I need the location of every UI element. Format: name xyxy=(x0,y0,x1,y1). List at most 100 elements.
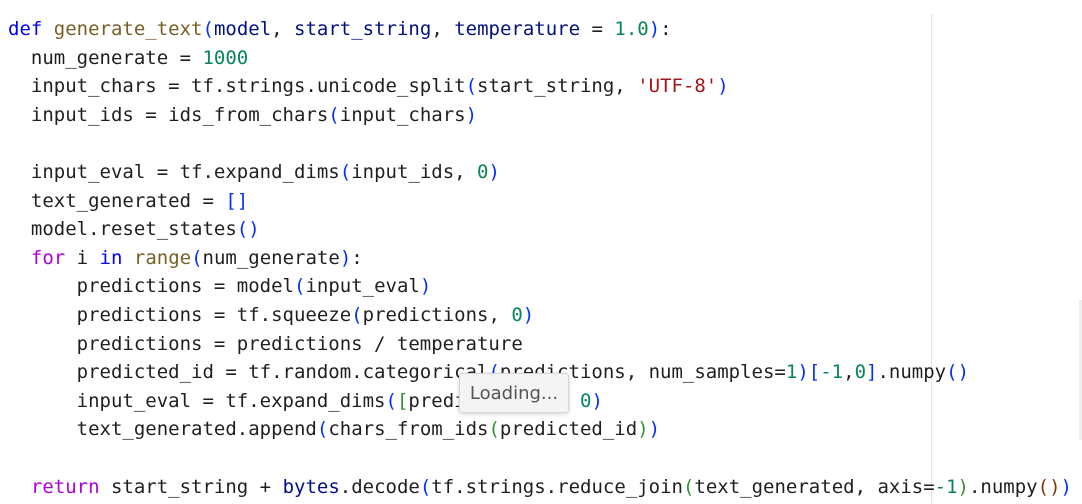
code-line[interactable]: for i in range(num_generate): xyxy=(8,244,1072,273)
code-line[interactable] xyxy=(8,129,1072,158)
code-token-number: 1 xyxy=(785,361,798,384)
code-token-parameter: model xyxy=(213,18,272,40)
code-token-number: 1.0 xyxy=(614,18,649,40)
code-token-plain: , xyxy=(271,18,295,40)
code-token-plain: chars_from_ids xyxy=(328,418,489,441)
code-token-bracket-level-1: ) xyxy=(797,361,809,384)
code-token-keyword: def xyxy=(8,18,54,40)
code-token-bracket-level-1: ( xyxy=(465,75,478,98)
code-token-bracket-level-3: () xyxy=(1037,475,1061,498)
code-token-plain: = xyxy=(580,18,615,40)
code-line[interactable]: num_generate = 1000 xyxy=(8,44,1072,73)
code-token-bracket-level-1: ) xyxy=(339,246,352,269)
code-token-plain: text_generated = xyxy=(8,189,226,212)
code-token-bracket-level-1: ) xyxy=(648,18,661,40)
code-token-plain: : xyxy=(351,246,363,269)
code-token-plain: , xyxy=(843,361,855,384)
code-token-plain: .numpy xyxy=(877,361,947,384)
code-token-bracket-level-1: ) xyxy=(717,75,729,98)
code-line[interactable]: input_chars = tf.strings.unicode_split(s… xyxy=(8,72,1072,101)
code-token-bracket-level-1: ] xyxy=(866,361,878,384)
code-token-plain: input_chars xyxy=(339,103,466,126)
code-token-plain xyxy=(8,247,31,269)
code-token-bracket-level-1: () xyxy=(946,361,970,384)
code-token-plain: input_ids, xyxy=(351,160,478,183)
code-token-parameter: bytes xyxy=(282,475,340,498)
code-token-parameter: temperature xyxy=(454,18,581,40)
code-token-control-keyword: return xyxy=(30,475,100,498)
code-token-number: -1 xyxy=(820,361,844,384)
loading-tooltip: Loading... xyxy=(459,373,569,413)
code-token-number: 0 xyxy=(477,160,489,183)
code-token-plain: predictions = model xyxy=(8,275,294,298)
code-token-control-keyword: for xyxy=(30,246,66,269)
code-token-bracket-level-1: [] xyxy=(225,189,249,212)
code-token-bracket-level-1: ( xyxy=(202,18,214,40)
code-line[interactable]: predictions = predictions / temperature xyxy=(8,330,1072,359)
code-token-plain: text_generated, axis= xyxy=(694,475,935,498)
code-line[interactable]: predicted_id = tf.random.categorical(pre… xyxy=(8,358,1072,387)
code-block[interactable]: def generate_text(model, start_string, t… xyxy=(8,15,1072,501)
code-line[interactable]: predictions = model(input_eval) xyxy=(8,272,1072,301)
code-token-plain: predictions, xyxy=(362,303,512,326)
code-token-bracket-level-1: ) xyxy=(522,303,535,326)
code-token-plain: input_chars = tf.strings.unicode_split xyxy=(8,75,466,98)
code-token-function: range xyxy=(133,246,192,269)
code-token-function: generate_text xyxy=(53,18,203,40)
code-token-plain: model.reset_states xyxy=(8,218,237,241)
code-token-bracket-level-1: ( xyxy=(339,160,352,183)
code-line[interactable]: text_generated.append(chars_from_ids(pre… xyxy=(8,415,1072,444)
code-line[interactable] xyxy=(8,444,1072,473)
code-line[interactable]: def generate_text(model, start_string, t… xyxy=(8,15,1072,44)
code-token-bracket-level-1: () xyxy=(236,218,260,241)
code-token-bracket-level-1: ( xyxy=(385,389,397,412)
code-token-bracket-level-2: ) xyxy=(957,475,969,498)
code-line[interactable]: model.reset_states() xyxy=(8,215,1072,244)
code-token-bracket-level-1: ) xyxy=(488,160,500,183)
code-token-plain: text_generated.append xyxy=(8,418,317,441)
code-token-plain: tf.strings.reduce_join xyxy=(431,475,683,498)
code-line[interactable]: input_ids = ids_from_chars(input_chars) xyxy=(8,101,1072,130)
code-token-plain: predictions = tf.squeeze xyxy=(8,303,352,326)
code-token-bracket-level-2: ) xyxy=(637,418,649,441)
ruler-line xyxy=(931,14,932,504)
code-line[interactable]: predictions = tf.squeeze(predictions, 0) xyxy=(8,301,1072,330)
code-token-bracket-level-2: ( xyxy=(682,475,695,498)
code-token-bracket-level-1: ( xyxy=(488,361,499,383)
code-token-bracket-level-1: ( xyxy=(316,418,329,441)
code-token-bracket-level-1: ) xyxy=(465,103,478,126)
code-token-plain: : xyxy=(660,18,672,40)
code-token-plain: predicted_id xyxy=(499,418,638,441)
code-line[interactable]: input_eval = tf.expand_dims(input_ids, 0… xyxy=(8,158,1072,187)
code-token-parameter: start_string xyxy=(294,18,432,40)
code-token-number: 0 xyxy=(854,361,867,384)
code-token-bracket-level-1: ( xyxy=(419,475,432,498)
code-token-bracket-level-1: ) xyxy=(419,275,432,298)
code-token-plain: start_string, xyxy=(477,75,638,98)
code-token-number: 0 xyxy=(511,303,523,326)
code-token-bracket-level-1: ( xyxy=(351,303,363,326)
code-token-plain: num_generate xyxy=(202,246,340,269)
code-line[interactable]: text_generated = [] xyxy=(8,187,1072,216)
code-token-number: -1 xyxy=(934,475,958,498)
code-token-plain: .decode xyxy=(339,475,420,498)
code-line[interactable]: return start_string + bytes.decode(tf.st… xyxy=(8,473,1072,502)
code-token-plain: num_generate = xyxy=(8,46,203,69)
code-token-plain: , xyxy=(431,18,455,40)
code-token-plain: i xyxy=(65,246,100,269)
code-token-bracket-level-1: ( xyxy=(191,246,203,269)
code-token-bracket-level-1: ) xyxy=(1060,475,1072,498)
code-token-plain: predictions = predictions / temperature xyxy=(8,332,523,355)
code-token-bracket-level-2: [ xyxy=(396,389,409,412)
code-token-plain: .numpy xyxy=(968,475,1038,498)
code-token-plain: input_eval xyxy=(305,275,420,298)
code-token-plain: predicted_id = tf.random.categorical xyxy=(8,361,489,384)
scrollbar-track[interactable] xyxy=(1079,300,1082,440)
code-token-plain: start_string + xyxy=(99,475,283,498)
code-token-plain: input_eval = tf.expand_dims xyxy=(8,160,340,183)
code-token-plain: input_ids = ids_from_chars xyxy=(8,103,329,126)
code-token-bracket-level-1: ) xyxy=(591,389,603,412)
code-token-bracket-level-1: ( xyxy=(328,103,340,126)
code-token-bracket-level-1: ( xyxy=(293,275,306,298)
